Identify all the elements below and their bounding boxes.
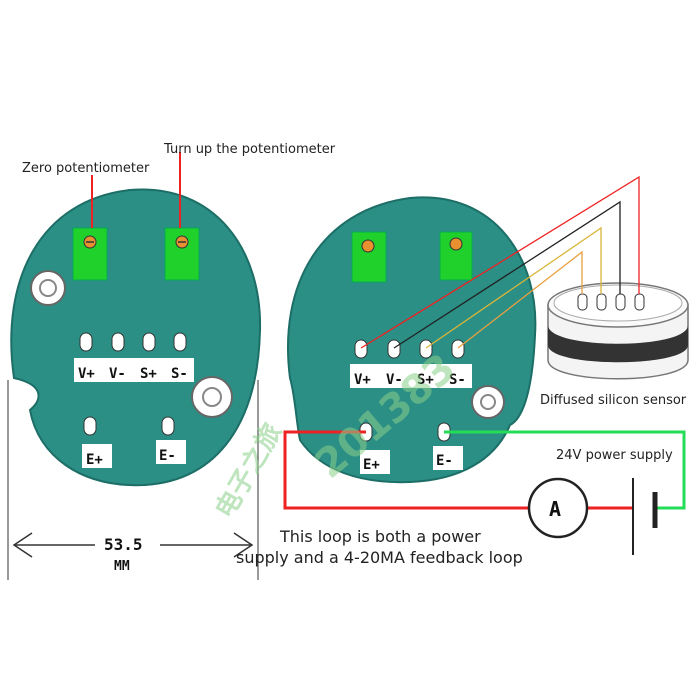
sensor-wires: [360, 175, 640, 349]
loop-note-line1: This loop is both a power: [279, 527, 481, 546]
right-zero-pot: [351, 231, 387, 283]
right-board-shape: [286, 196, 537, 484]
turn-up-potentiometer-label: Turn up the potentiometer: [163, 142, 336, 157]
left-pin-e-minus: E-: [159, 448, 176, 464]
sensor-label: Diffused silicon sensor: [540, 393, 687, 408]
left-pin-s-minus: S-: [171, 366, 188, 382]
power-supply-label: 24V power supply: [556, 448, 673, 463]
ammeter: A: [527, 477, 589, 539]
left-pin-v-plus: V+: [78, 366, 95, 382]
loop-wire-red: [283, 430, 528, 510]
right-pin-e-minus: E-: [436, 453, 453, 469]
loop-wire-green: [444, 430, 686, 510]
wire-black: [393, 200, 621, 349]
loop-note-line2: supply and a 4-20MA feedback loop: [236, 548, 523, 567]
right-pin-s-plus: S+: [417, 372, 434, 388]
right-pin-s-minus: S-: [449, 372, 466, 388]
dimension-unit: MM: [114, 559, 130, 574]
right-circuit-board: V+ V- S+ S- E+ E-: [286, 196, 537, 484]
left-pin-v-minus: V-: [109, 366, 126, 382]
wire-red: [360, 175, 640, 349]
left-board-shape: [10, 188, 262, 487]
left-circuit-board: V+ V- S+ S- E+ E-: [10, 152, 262, 487]
ammeter-label: A: [549, 497, 561, 521]
right-pin-v-minus: V-: [386, 372, 403, 388]
wire-yellow: [425, 226, 602, 349]
current-loop: [283, 430, 686, 510]
power-supply-battery: [632, 478, 658, 555]
wire-orange: [457, 250, 583, 349]
dimension-indicator: 53.5 MM: [7, 380, 259, 580]
diffused-silicon-sensor: [547, 282, 689, 380]
zero-potentiometer-label: Zero potentiometer: [22, 161, 150, 176]
right-pin-v-plus: V+: [354, 372, 371, 388]
dimension-value: 53.5: [104, 535, 143, 554]
right-pin-e-plus: E+: [363, 457, 380, 473]
left-pin-s-plus: S+: [140, 366, 157, 382]
left-pin-e-plus: E+: [86, 452, 103, 468]
